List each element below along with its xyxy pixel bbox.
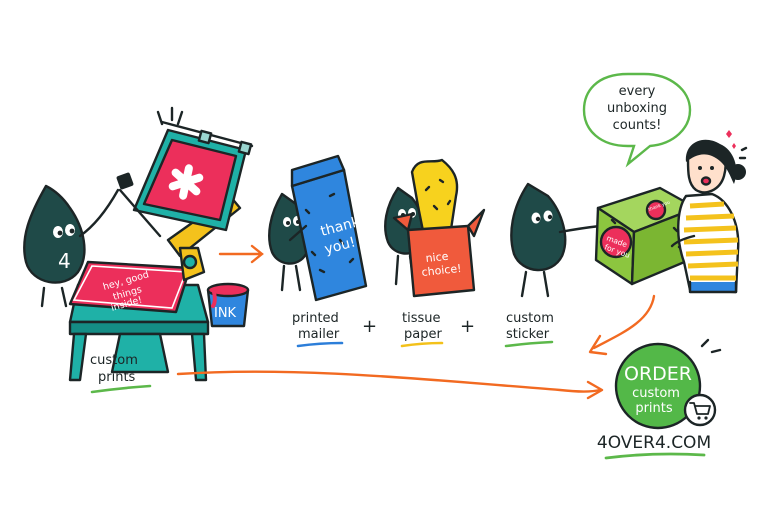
sparkle-marks xyxy=(156,106,184,126)
made-for-you-sticker xyxy=(599,225,633,259)
underline-prints xyxy=(90,384,152,394)
handle-grip xyxy=(116,172,134,190)
hair xyxy=(685,139,737,184)
caption-mailer-1: printed xyxy=(292,311,339,326)
caption-prints-2: prints xyxy=(98,370,136,385)
mascot-number: 4 xyxy=(58,249,71,273)
rod-clamp-2 xyxy=(237,140,253,156)
heart-icons xyxy=(726,130,736,149)
press-table-edge xyxy=(68,320,210,336)
ink-drip xyxy=(211,290,217,308)
printed-mailer: thank you! xyxy=(288,154,368,302)
recipient-woman xyxy=(670,130,748,294)
underline-site xyxy=(604,452,706,460)
mascot-legs xyxy=(40,286,68,308)
cta-line-3: prints xyxy=(635,401,673,416)
box-text-1: nice xyxy=(425,250,449,265)
ink-bucket-lid xyxy=(206,282,250,298)
captions: custom prints printed mailer + tissue pa… xyxy=(90,311,554,394)
printed-sheet xyxy=(68,260,192,314)
woman-arm xyxy=(670,234,696,248)
mascot-printer: 4 xyxy=(23,184,120,308)
plus-1: + xyxy=(362,316,377,337)
order-cta[interactable]: ORDER custom prints 4OVER4.COM xyxy=(597,338,722,460)
arrow-to-order xyxy=(176,370,602,393)
arrow-gift-to-order-head xyxy=(588,334,608,356)
cta-sparkle xyxy=(700,338,722,354)
caption-sticker-1: custom xyxy=(506,311,554,326)
underline-tissue xyxy=(400,341,444,348)
cart-badge[interactable] xyxy=(683,393,717,427)
cta-line-1: ORDER xyxy=(624,363,692,385)
mailer-flap xyxy=(290,154,346,188)
asterisk-design xyxy=(168,164,204,200)
caption-prints-1: custom xyxy=(90,353,138,368)
tissue-box: nice choice! xyxy=(392,158,486,298)
site-link[interactable]: 4OVER4.COM xyxy=(597,433,711,453)
jeans xyxy=(688,280,738,294)
shopping-cart-icon xyxy=(689,402,711,420)
underline-mailer xyxy=(296,341,344,348)
red-box xyxy=(406,224,476,298)
caption-tissue-2: paper xyxy=(404,327,442,342)
press-leg-right xyxy=(190,332,208,382)
caption-mailer-2: mailer xyxy=(298,327,340,342)
speech-line-1: every xyxy=(619,84,656,99)
rod-clamp-1 xyxy=(197,129,213,145)
screen-print-press: hey, good things inside! INK xyxy=(68,106,254,382)
press-stand xyxy=(110,332,170,374)
sheet-border xyxy=(72,265,188,309)
plus-2: + xyxy=(460,316,475,337)
box-text-2: choice! xyxy=(421,262,462,279)
mailer-pattern xyxy=(304,192,355,274)
thank-you-sticker xyxy=(645,199,667,221)
box-flap-left xyxy=(392,212,414,232)
underline-sticker xyxy=(504,340,554,348)
mailer-hand xyxy=(288,224,308,242)
box-flap-right xyxy=(466,208,486,238)
mascot-arm xyxy=(78,188,120,238)
press-leg-left xyxy=(68,332,88,382)
speech-line-3: counts! xyxy=(613,118,662,133)
hinge-bolt xyxy=(182,254,198,270)
sweater-stripes xyxy=(683,201,739,281)
speech-line-2: unboxing xyxy=(607,101,667,116)
tissue-paper xyxy=(410,158,459,238)
mailer-text-2: you! xyxy=(323,234,357,258)
mascot-giver xyxy=(510,182,602,298)
cta-line-2: custom xyxy=(632,386,680,401)
caption-tissue-1: tissue xyxy=(402,311,441,326)
bubble-outline xyxy=(582,72,692,168)
arrow-to-order-head xyxy=(586,380,604,400)
hair-bun xyxy=(730,164,746,180)
cta-circle[interactable] xyxy=(614,342,702,430)
squeegee-handle xyxy=(118,188,162,238)
open-mouth xyxy=(700,176,712,186)
arrow-gift-to-order xyxy=(592,294,656,350)
caption-sticker-2: sticker xyxy=(506,327,550,342)
speech-bubble: every unboxing counts! xyxy=(582,72,692,168)
arrow-to-mailer xyxy=(218,244,264,264)
ink-label: INK xyxy=(214,306,237,321)
